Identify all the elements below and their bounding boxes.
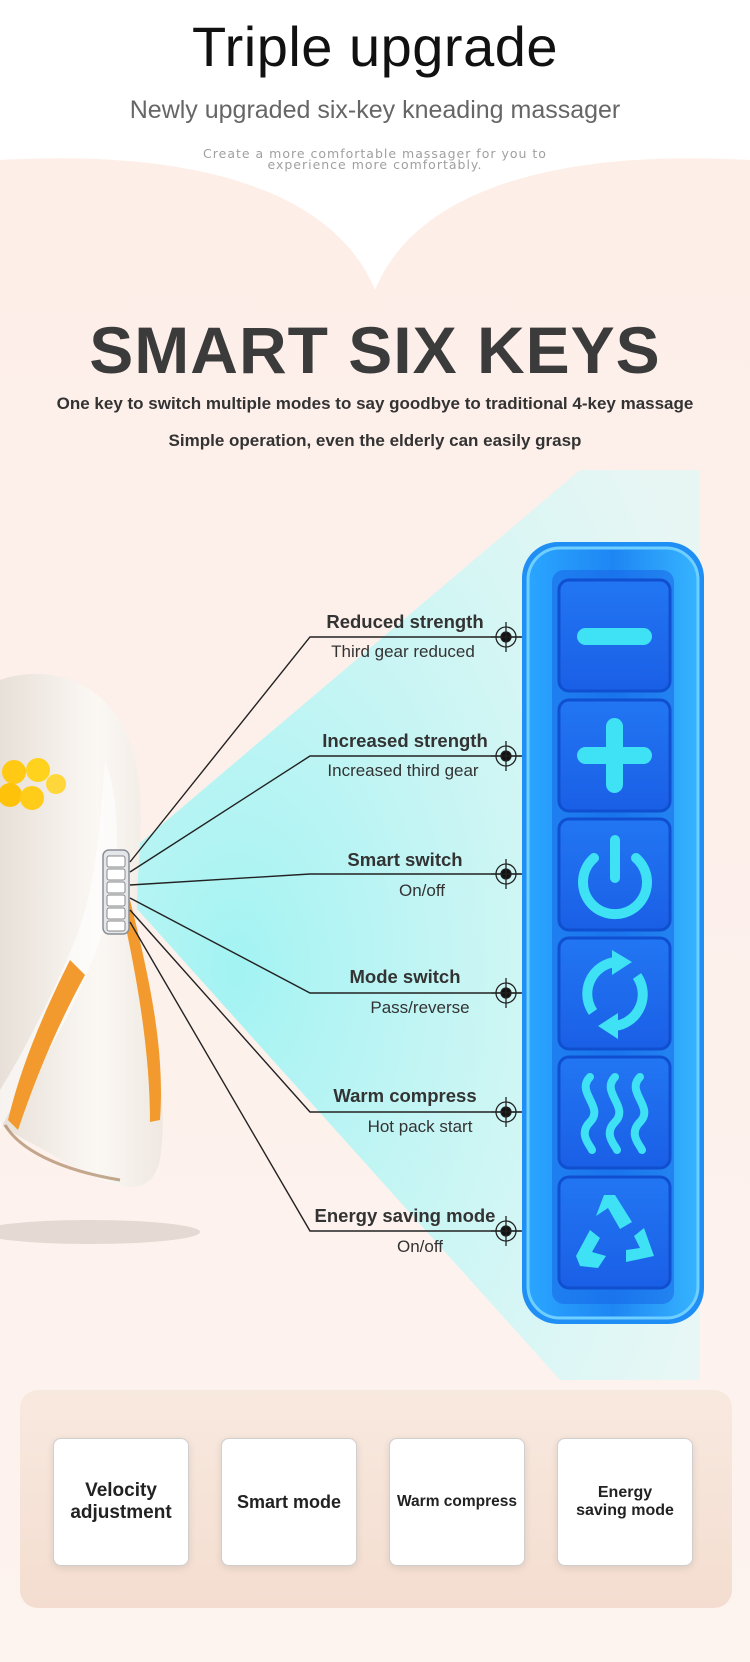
key-diagram [0,542,704,1324]
feature-label: Velocity [85,1480,157,1501]
feature-label: Smart mode [236,1491,342,1512]
key-power [557,817,672,932]
key-title: Smart switch [347,849,463,870]
key-title: Increased strength [322,730,488,751]
page-subtitle: Newly upgraded six-key kneading massager [129,96,621,124]
cycle-arrows-icon [582,957,648,1031]
feature-card-warm-compress: Warm compress [389,1438,525,1566]
key-title: Warm compress [333,1085,477,1106]
key-subtitle: On/off [397,1237,443,1256]
section-heading: SMART SIX KEYS [89,313,661,387]
leader-lines [129,636,557,1232]
tagline-line: experience more comfortably. [267,157,483,172]
tagline: Create a more comfortable massager for y… [180,146,570,172]
key-title: Mode switch [349,966,461,987]
key-heat [557,1055,672,1170]
feature-label: Energy [597,1484,653,1501]
key-subtitle: On/off [399,881,445,900]
key-subtitle: Third gear reduced [331,642,475,661]
feature-card-energy-saving: Energy saving mode [557,1438,693,1566]
key-subtitle: Pass/reverse [370,998,470,1017]
key-mode [557,936,672,1051]
minus-icon [577,628,652,645]
feature-label: adjustment [70,1502,172,1523]
key-eco [557,1175,672,1290]
key-subtitle: Increased third gear [327,761,479,780]
key-subtitle: Hot pack start [367,1117,473,1136]
intro-line: One key to switch multiple modes to say … [56,394,694,413]
feature-card-velocity: Velocity adjustment [53,1438,189,1566]
plus-icon [577,718,652,793]
intro-line: Simple operation, even the elderly can e… [168,431,582,450]
tagline-line: Create a more comfortable massager for y… [203,146,547,161]
recycle-icon [576,1195,654,1268]
features-panel [20,1390,732,1608]
key-title: Energy saving mode [314,1205,496,1226]
key-minus [557,578,672,693]
massager-illustration [0,673,200,1244]
key-title: Reduced strength [326,611,484,632]
target-markers [491,622,521,1246]
feature-label: Warm compress [396,1493,518,1510]
page-title: Triple upgrade [191,15,559,78]
key-plus [557,698,672,813]
feature-card-smart-mode: Smart mode [221,1438,357,1566]
feature-label: saving mode [576,1502,674,1519]
heat-waves-icon [580,1073,649,1154]
power-icon [578,835,652,920]
